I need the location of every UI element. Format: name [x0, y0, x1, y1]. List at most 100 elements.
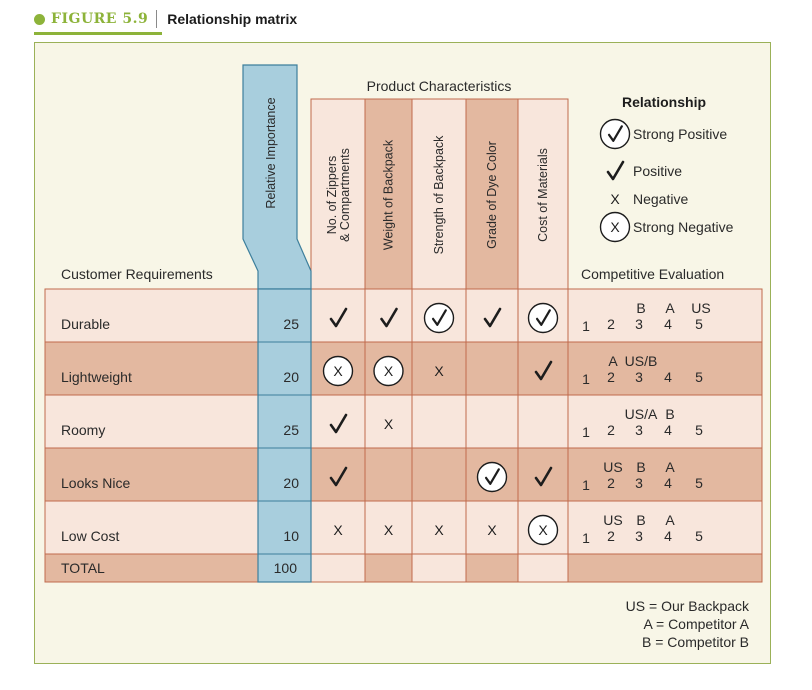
evaluation-scale-number: 5	[695, 369, 703, 385]
importance-value: 20	[283, 369, 299, 385]
figure-number: FIGURE 5.9	[51, 11, 149, 27]
evaluation-marker: A	[665, 512, 675, 528]
positive-check-icon	[483, 307, 502, 328]
evaluation-scale-number: 4	[664, 316, 672, 332]
evaluation-scale-number: 4	[664, 369, 672, 385]
strong-positive-circle-icon	[527, 302, 559, 334]
positive-check-icon	[380, 307, 398, 328]
legend-title: Relationship	[622, 94, 706, 110]
evaluation-scale-number: 1	[582, 477, 590, 493]
evaluation-scale-number: 2	[607, 528, 615, 544]
characteristic-label: Weight of Backpack	[382, 139, 396, 250]
evaluation-scale-number: 4	[664, 475, 672, 491]
relationship-matrix: Relative Importance Product Characteristi…	[44, 64, 763, 650]
strong-negative-x-icon: X	[610, 219, 620, 235]
negative-x-icon: X	[610, 191, 620, 207]
strong-positive-check-icon	[535, 309, 551, 326]
evaluation-marker: US/B	[625, 353, 658, 369]
evaluation-scale-number: 5	[695, 422, 703, 438]
positive-check-icon	[329, 466, 348, 487]
figure-bullet-icon	[34, 13, 45, 25]
matrix-row-band	[44, 447, 763, 502]
evaluation-marker: US	[603, 459, 622, 475]
strong-negative-circle-icon	[599, 211, 631, 243]
competitive-evaluation-header: Competitive Evaluation	[581, 266, 724, 282]
evaluation-scale-number: 4	[664, 528, 672, 544]
evaluation-marker: A	[608, 353, 618, 369]
evaluation-scale-number: 4	[664, 422, 672, 438]
strong-negative-x-icon: X	[538, 522, 548, 538]
evaluation-scale-number: 2	[607, 475, 615, 491]
evaluation-scale-number: 1	[582, 318, 590, 334]
negative-x-icon: X	[384, 416, 394, 432]
relative-importance-header: Relative Importance	[264, 97, 278, 208]
characteristic-label: Grade of Dye Color	[485, 141, 499, 249]
positive-check-icon	[606, 160, 625, 181]
evaluation-scale-number: 1	[582, 371, 590, 387]
figure-header-rule	[34, 32, 162, 35]
customer-requirement-label: Roomy	[61, 422, 105, 438]
total-row-cell	[310, 553, 366, 583]
evaluation-marker: US/A	[625, 406, 658, 422]
negative-x-icon: X	[434, 363, 444, 379]
characteristic-header-cell	[310, 98, 366, 290]
evaluation-scale-number: 1	[582, 530, 590, 546]
figure-header-divider	[156, 10, 158, 28]
evaluation-scale-number: 1	[582, 424, 590, 440]
characteristic-header-cell	[411, 98, 467, 290]
negative-x-icon: X	[434, 522, 444, 538]
strong-negative-x-icon: X	[384, 363, 394, 379]
importance-column	[257, 288, 312, 583]
competitor-key-line: US = Our Backpack	[626, 598, 750, 614]
customer-requirement-label: Low Cost	[61, 528, 119, 544]
importance-value: 25	[283, 316, 299, 332]
evaluation-marker: A	[665, 459, 675, 475]
matrix-row-band	[44, 288, 763, 343]
strong-positive-circle-icon	[476, 461, 508, 493]
legend-item-label: Strong Positive	[633, 126, 727, 142]
evaluation-scale-number: 3	[635, 528, 643, 544]
legend-item-label: Positive	[633, 163, 682, 179]
positive-check-icon	[329, 307, 348, 328]
product-characteristics-header: Product Characteristics	[367, 78, 512, 94]
evaluation-scale-number: 5	[695, 316, 703, 332]
importance-value: 25	[283, 422, 299, 438]
positive-check-icon	[534, 466, 553, 487]
strong-positive-circle-icon	[423, 302, 455, 334]
strong-negative-circle-icon	[527, 514, 559, 546]
negative-x-icon: X	[333, 522, 343, 538]
total-label: TOTAL	[61, 560, 105, 576]
characteristic-label: Cost of Materials	[536, 148, 550, 242]
evaluation-marker: US	[691, 300, 710, 316]
evaluation-marker: B	[636, 512, 645, 528]
strong-positive-check-icon	[484, 468, 500, 485]
evaluation-scale-number: 2	[607, 316, 615, 332]
characteristic-label-line: & Compartments	[338, 148, 352, 242]
strong-negative-x-icon: X	[333, 363, 343, 379]
total-row-cell	[411, 553, 467, 583]
importance-value: 20	[283, 475, 299, 491]
negative-x-icon: X	[384, 522, 394, 538]
evaluation-scale-number: 2	[607, 422, 615, 438]
importance-value: 10	[283, 528, 299, 544]
strong-positive-check-icon	[431, 309, 447, 326]
characteristic-label: No. of Zippers& Compartments	[325, 148, 352, 242]
evaluation-scale-number: 3	[635, 369, 643, 385]
strong-negative-circle-icon	[373, 355, 404, 387]
characteristic-label-line: No. of Zippers	[325, 156, 339, 235]
evaluation-scale-number: 5	[695, 475, 703, 491]
evaluation-marker: B	[636, 300, 645, 316]
evaluation-marker: B	[665, 406, 674, 422]
positive-check-icon	[329, 413, 348, 434]
figure-panel: Relative Importance Product Characteristi…	[34, 42, 771, 664]
competitor-key-line: B = Competitor B	[642, 634, 749, 650]
total-row-cell	[517, 553, 569, 583]
strong-positive-circle-icon	[599, 118, 631, 150]
evaluation-scale-number: 5	[695, 528, 703, 544]
characteristic-header-cell	[364, 98, 413, 290]
evaluation-scale-number: 3	[635, 422, 643, 438]
figure-title: Relationship matrix	[167, 11, 298, 27]
characteristic-label: Strength of Backpack	[432, 135, 446, 255]
total-importance-value: 100	[274, 560, 298, 576]
customer-requirement-label: Lightweight	[61, 369, 132, 385]
